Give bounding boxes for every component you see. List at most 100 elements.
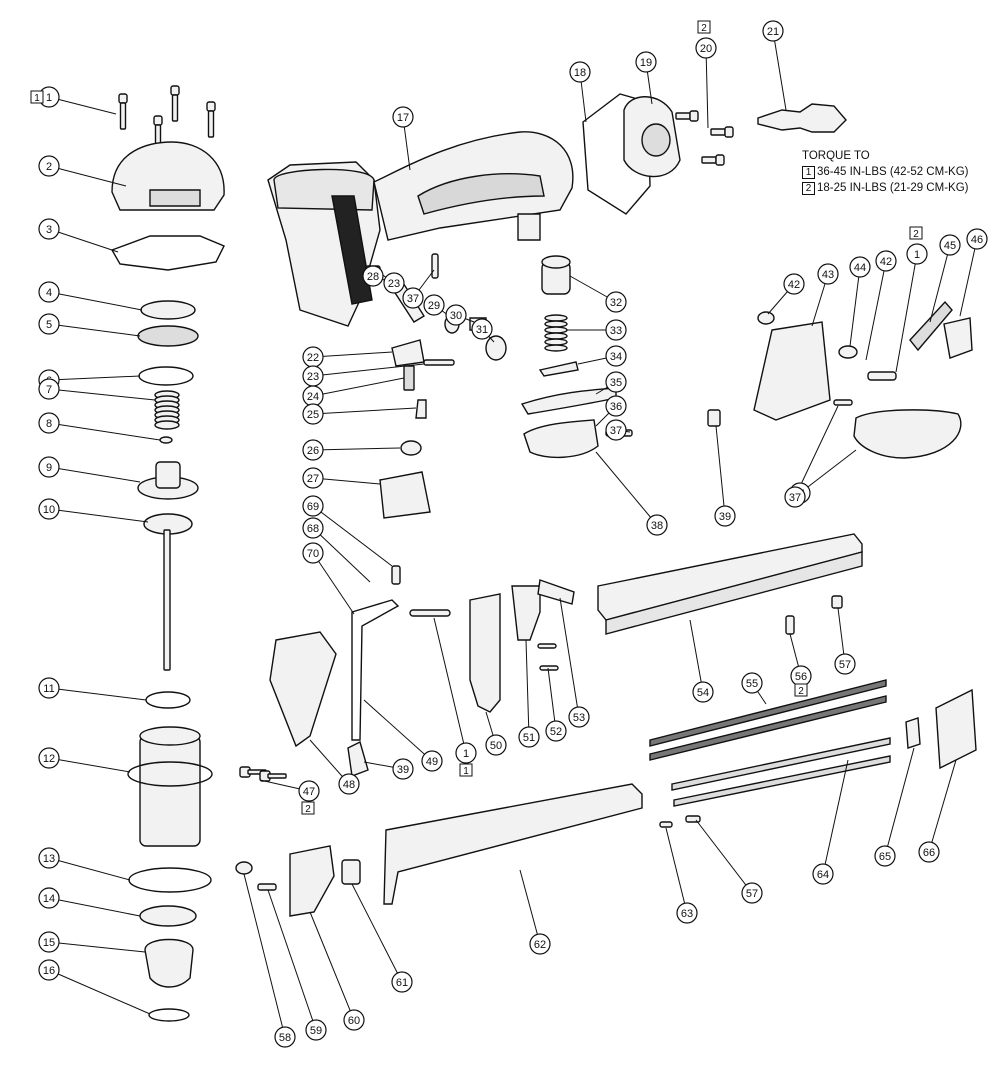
callout-leader bbox=[48, 228, 119, 253]
callout-circle bbox=[812, 863, 834, 885]
callout-number: 1 bbox=[463, 748, 469, 760]
callout-56: 56 bbox=[790, 665, 812, 687]
callout-46: 46 bbox=[966, 228, 988, 250]
callout-leader bbox=[312, 407, 417, 415]
bumper-15 bbox=[144, 938, 194, 988]
callout-47: 47 bbox=[298, 780, 320, 802]
callout-59: 59 bbox=[305, 1019, 327, 1041]
cap-screw-shank bbox=[171, 94, 179, 122]
callout-number: 5 bbox=[46, 319, 52, 331]
callout-leader bbox=[48, 323, 141, 337]
callout-number: 29 bbox=[428, 300, 440, 312]
callout-37: 37 bbox=[784, 486, 806, 508]
screw-59 bbox=[257, 883, 277, 891]
callout-number: 21 bbox=[767, 26, 779, 38]
callout-37: 37 bbox=[605, 419, 627, 441]
callout-circle bbox=[605, 371, 627, 393]
torque-flag-number: 2 bbox=[798, 686, 804, 697]
spring-33-coil bbox=[544, 344, 568, 352]
callout-circle bbox=[302, 439, 324, 461]
callout-number: 45 bbox=[944, 240, 956, 252]
o-ring-6 bbox=[138, 366, 194, 386]
callout-number: 37 bbox=[407, 293, 419, 305]
callout-39: 39 bbox=[392, 758, 414, 780]
spring-58 bbox=[235, 861, 253, 875]
callout-leader bbox=[48, 941, 146, 953]
torque-flag-1: 1 bbox=[30, 90, 44, 104]
cap-gasket bbox=[110, 235, 225, 271]
callout-circle bbox=[485, 734, 507, 756]
callout-48: 48 bbox=[338, 773, 360, 795]
callout-leader bbox=[959, 238, 978, 317]
end-cap-19-bore bbox=[641, 123, 671, 157]
plate-50 bbox=[469, 593, 501, 713]
callout-circle bbox=[38, 847, 60, 869]
torque-flag-2: 2 bbox=[301, 801, 315, 815]
callout-9: 9 bbox=[38, 456, 60, 478]
callout-leader bbox=[595, 451, 658, 526]
piston-cap-9-neck bbox=[155, 461, 181, 489]
callout-leader bbox=[363, 699, 433, 762]
pin-23b bbox=[423, 359, 455, 366]
callout-68: 68 bbox=[302, 517, 324, 539]
callout-number: 60 bbox=[348, 1015, 360, 1027]
end-screw-shank bbox=[710, 128, 726, 136]
callout-number: 43 bbox=[822, 269, 834, 281]
callout-leader bbox=[312, 527, 371, 583]
rod-64a bbox=[671, 737, 891, 791]
callout-leader bbox=[48, 969, 151, 1015]
callout-circle bbox=[298, 780, 320, 802]
callout-leader bbox=[48, 291, 143, 311]
wire-70 bbox=[351, 599, 400, 741]
callout-15: 15 bbox=[38, 931, 60, 953]
callout-number: 69 bbox=[307, 501, 319, 513]
callout-leader bbox=[48, 757, 131, 773]
callout-circle bbox=[874, 845, 896, 867]
callout-number: 3 bbox=[46, 224, 52, 236]
callout-28: 28 bbox=[362, 265, 384, 287]
callout-number: 33 bbox=[610, 325, 622, 337]
callout-circle bbox=[605, 345, 627, 367]
latch-51 bbox=[511, 585, 541, 641]
callout-leader bbox=[312, 552, 355, 615]
callout-5: 5 bbox=[38, 313, 60, 335]
callout-leader bbox=[705, 47, 709, 129]
washer-8 bbox=[159, 436, 173, 444]
pin-52a bbox=[537, 643, 557, 649]
callout-10: 10 bbox=[38, 498, 60, 520]
callout-circle bbox=[939, 234, 961, 256]
cylinder-12-flange bbox=[127, 761, 213, 787]
callout-leader bbox=[48, 96, 117, 115]
callout-32: 32 bbox=[605, 291, 627, 313]
callout-number: 15 bbox=[43, 937, 55, 949]
callout-circle bbox=[783, 273, 805, 295]
spring-55a bbox=[649, 679, 887, 747]
callout-circle bbox=[918, 841, 940, 863]
callout-number: 23 bbox=[388, 278, 400, 290]
callout-circle bbox=[338, 773, 360, 795]
callout-64: 64 bbox=[812, 863, 834, 885]
callout-1: 1 bbox=[455, 742, 477, 764]
callout-number: 36 bbox=[610, 401, 622, 413]
callout-8: 8 bbox=[38, 412, 60, 434]
callout-leader bbox=[48, 508, 149, 523]
callout-number: 11 bbox=[43, 683, 54, 695]
callout-leader bbox=[772, 30, 787, 111]
callout-number: 63 bbox=[681, 908, 693, 920]
top-cap-grille bbox=[149, 189, 201, 207]
callout-leader bbox=[312, 477, 381, 485]
callout-number: 1 bbox=[46, 92, 52, 104]
callout-leader bbox=[48, 897, 141, 917]
handle-grip bbox=[417, 173, 545, 215]
housing-top-ring bbox=[273, 168, 375, 211]
torque-flag-box bbox=[794, 683, 808, 697]
callout-leader bbox=[312, 505, 393, 567]
callout-circle bbox=[445, 304, 467, 326]
torque-flag-2: 2 bbox=[909, 226, 923, 240]
callout-number: 57 bbox=[746, 888, 758, 900]
callout-number: 10 bbox=[43, 504, 55, 516]
callout-leader bbox=[884, 747, 915, 857]
callout-circle bbox=[391, 971, 413, 993]
callout-number: 49 bbox=[426, 756, 438, 768]
shoe-61 bbox=[341, 859, 361, 885]
